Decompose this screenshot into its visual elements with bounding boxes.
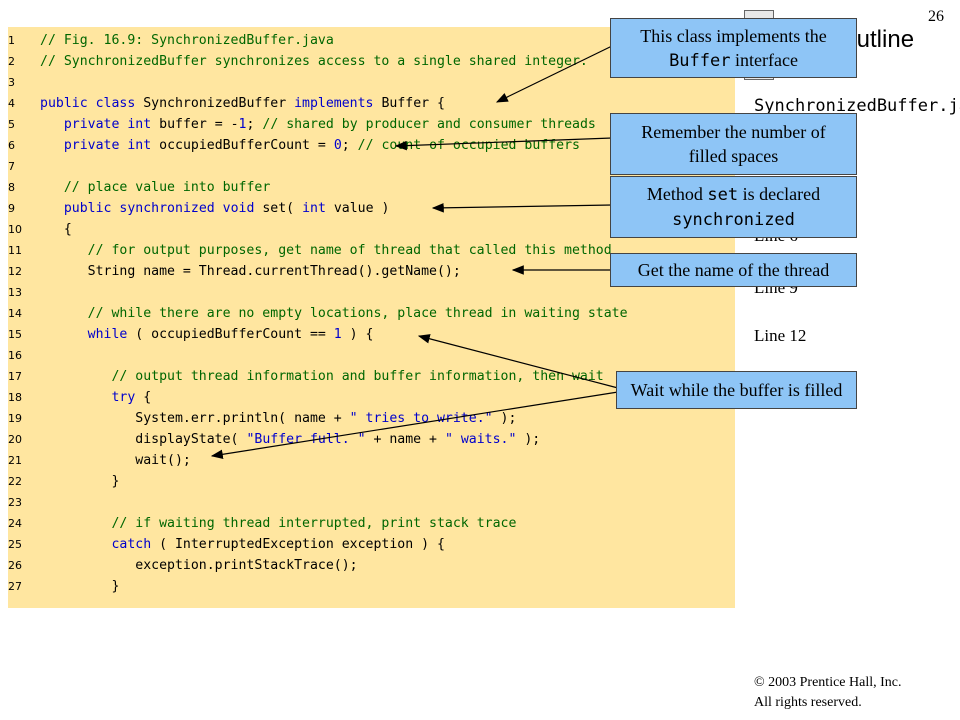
code-text: // place value into buffer [63,180,271,195]
callout-text: Wait while the buffer is filled [630,380,843,400]
line-number: 4 [8,97,15,110]
line-number: 26 [8,559,22,572]
code-text: wait(); [40,453,191,468]
callout-wait: Wait while the buffer is filled [616,371,857,409]
code-text: String name = Thread.currentThread().get… [40,264,461,279]
line-number: 7 [8,160,15,173]
line-number: 1 [8,34,15,47]
code-text: try { [111,390,152,405]
callout-code: set [707,185,739,205]
line-number: 18 [8,391,22,404]
line-number: 5 [8,118,15,131]
callout-text: This class implements the [640,25,827,46]
line-number: 23 [8,496,22,509]
code-text: public class SynchronizedBuffer implemen… [40,96,445,111]
page-number: 26 [928,8,944,25]
line-number: 21 [8,454,22,467]
callout-code: synchronized [672,210,795,230]
callout-remember-count: Remember the number of filled spaces [610,113,857,175]
callout-method-set: Method set is declared synchronized [610,176,857,238]
callout-text: is declared [738,184,821,204]
code-text: // Fig. 16.9: SynchronizedBuffer.java [40,33,334,48]
callout-text: Get the name of the thread [637,260,830,280]
code-text: // SynchronizedBuffer synchronizes acces… [40,54,588,69]
line-number: 10 [8,223,22,236]
line-number: 13 [8,286,22,299]
code-text: // for output purposes, get name of thre… [87,243,612,258]
code-text: exception.printStackTrace(); [40,558,358,573]
line-number: 9 [8,202,15,215]
line-number: 24 [8,517,22,530]
callout-code: Buffer [669,50,731,71]
line-number: 22 [8,475,22,488]
code-text: catch ( InterruptedException exception )… [111,537,445,552]
line-number: 15 [8,328,22,341]
code-text: private int occupiedBufferCount = 0; // … [63,138,580,153]
callout-text: Method [646,184,708,204]
line-number: 20 [8,433,22,446]
line-number: 14 [8,307,22,320]
code-text: public synchronized void set( int value … [63,201,390,216]
code-text: displayState( "Buffer full. " + name + "… [40,432,541,447]
code-text: while ( occupiedBufferCount == 1 ) { [87,327,374,342]
code-text: // output thread information and buffer … [111,369,604,384]
code-text: // while there are no empty locations, p… [87,306,628,321]
code-text: System.err.println( name + " tries to wr… [40,411,517,426]
code-text: } [40,474,120,489]
line-number: 3 [8,76,15,89]
line-number: 6 [8,139,15,152]
line-number: 8 [8,181,15,194]
line-number: 27 [8,580,22,593]
line-number: 11 [8,244,22,257]
code-text: } [40,579,120,594]
callout-text: interface [730,49,798,70]
outline-line-ref: Line 12 [754,326,807,345]
line-number: 25 [8,538,22,551]
code-text: private int buffer = -1; // shared by pr… [63,117,596,132]
code-text: // if waiting thread interrupted, print … [111,516,517,531]
callout-text: Remember the number of filled spaces [641,122,826,166]
copyright-notice: © 2003 Prentice Hall, Inc. All rights re… [754,673,902,713]
code-text: { [40,222,72,237]
outline-file-name: SynchronizedBuffer.java [754,96,960,116]
callout-implements-buffer: This class implements the Buffer interfa… [610,18,857,78]
callout-thread-name: Get the name of the thread [610,253,857,287]
line-number: 19 [8,412,22,425]
line-number: 2 [8,55,15,68]
line-number: 17 [8,370,22,383]
line-number: 12 [8,265,22,278]
copyright-line: © 2003 Prentice Hall, Inc. [754,675,902,690]
copyright-line: All rights reserved. [754,695,862,710]
line-number: 16 [8,349,22,362]
